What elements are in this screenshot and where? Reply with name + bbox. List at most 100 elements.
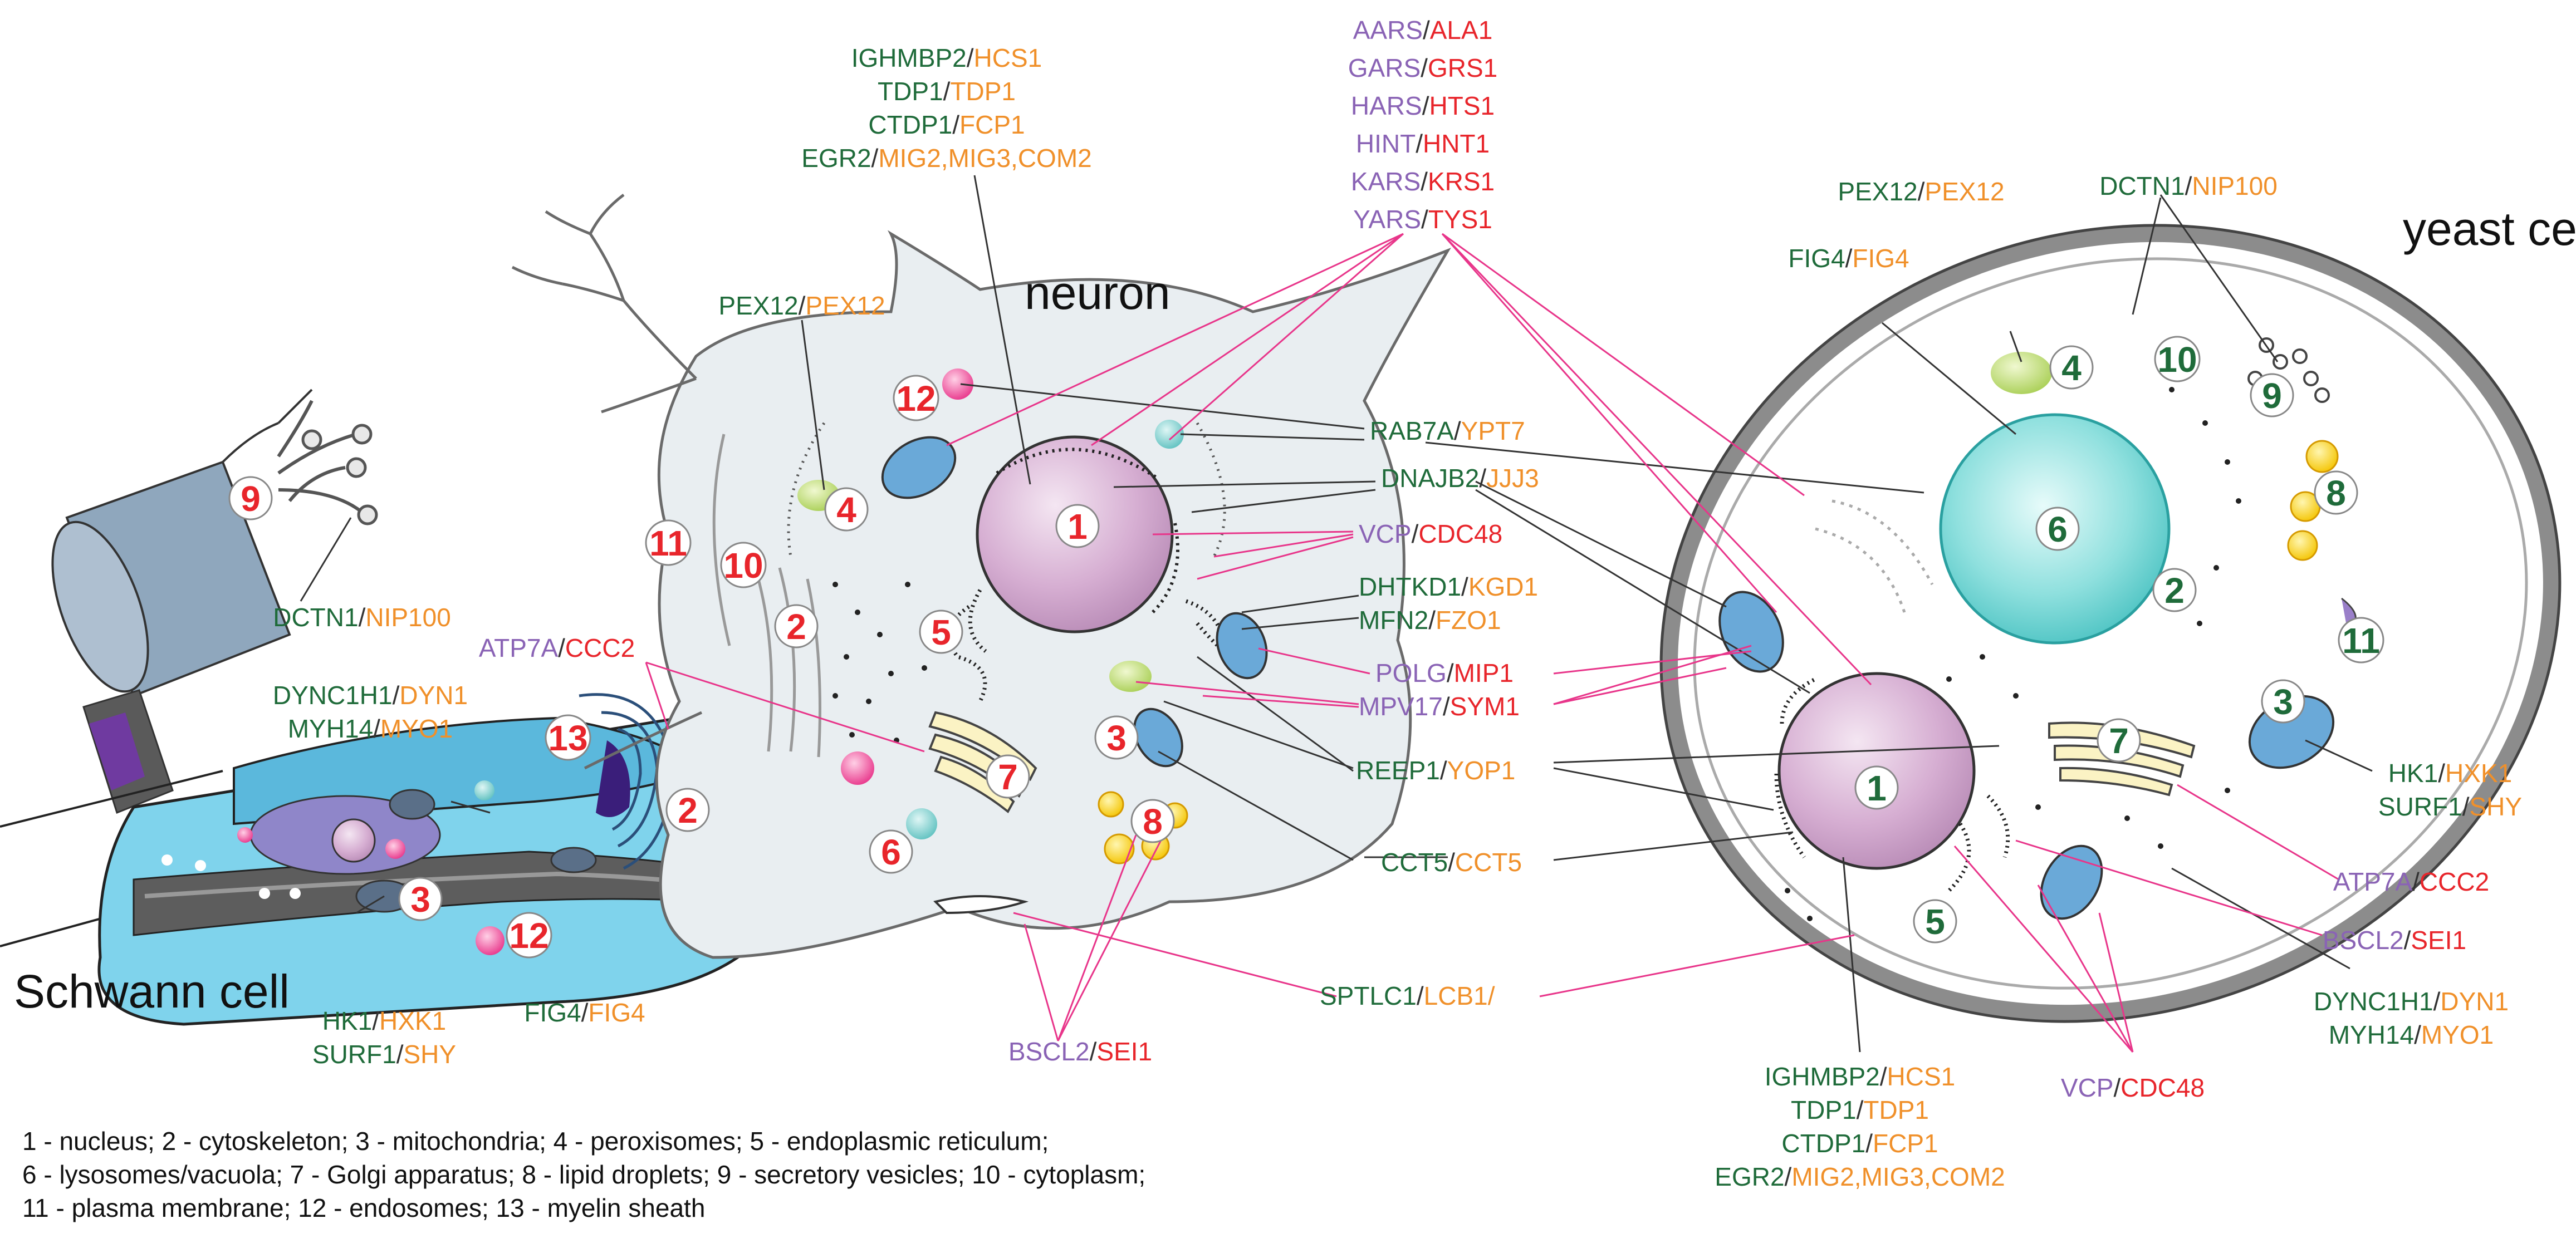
svg-text:11: 11 — [2342, 621, 2380, 661]
label-ighmbp2-top: IGHMBP2/HCS1 — [851, 43, 1042, 72]
label-vcp-mid: VCP/CDC48 — [1359, 519, 1502, 548]
svg-text:1: 1 — [1067, 507, 1088, 547]
svg-text:3: 3 — [1106, 718, 1127, 758]
label-vcp-bottom: VCP/CDC48 — [2061, 1073, 2205, 1102]
label-dctn1-yeast: DCTN1/NIP100 — [2099, 171, 2278, 200]
label-kars: KARS/KRS1 — [1351, 167, 1495, 196]
yeast-badge-7: 7 — [2097, 718, 2141, 763]
legend-line-1: 1 - nucleus; 2 - cytoskeleton; 3 - mitoc… — [22, 1127, 1049, 1156]
svg-text:6: 6 — [881, 832, 901, 872]
label-dync1h1-right: DYNC1H1/DYN1 — [2314, 987, 2509, 1016]
label-surf1-right: SURF1/SHY — [2378, 792, 2522, 821]
yeast-badge-5: 5 — [1913, 899, 1957, 944]
yeast-badge-3: 3 — [2261, 679, 2305, 724]
schwann-badge-2: 2 — [665, 788, 710, 832]
schwann-badge-9: 9 — [228, 476, 273, 520]
label-myh14-left: MYH14/MYO1 — [288, 714, 453, 743]
yeast-badge-9: 9 — [2250, 373, 2294, 417]
svg-text:4: 4 — [836, 490, 856, 530]
svg-text:10: 10 — [2157, 340, 2197, 380]
label-atp7a-right: ATP7A/CCC2 — [2333, 867, 2489, 896]
svg-text:7: 7 — [998, 757, 1018, 797]
neuron-mitochondria — [881, 436, 1268, 768]
yeast-badge-1: 1 — [1854, 765, 1899, 810]
label-ctdp1-bottom: CTDP1/FCP1 — [1781, 1129, 1938, 1158]
label-ighmbp2-bottom: IGHMBP2/HCS1 — [1765, 1062, 1956, 1091]
label-hars: HARS/HTS1 — [1351, 91, 1495, 120]
schwann-badge-13: 13 — [545, 714, 591, 761]
label-myh14-right: MYH14/MYO1 — [2329, 1020, 2494, 1049]
svg-text:9: 9 — [241, 479, 261, 519]
schwann-title: Schwann cell — [14, 965, 290, 1018]
label-dctn1-schwann: DCTN1/NIP100 — [273, 603, 451, 632]
neuron-badge-4: 4 — [824, 487, 869, 532]
svg-text:7: 7 — [2109, 721, 2129, 761]
svg-text:1: 1 — [1867, 768, 1887, 808]
legend-line-3: 11 - plasma membrane; 12 - endosomes; 13… — [22, 1193, 706, 1222]
neuron-badge-11: 11 — [645, 519, 692, 566]
label-dync1h1-left: DYNC1H1/DYN1 — [273, 681, 468, 710]
label-hk1-right: HK1/HXK1 — [2388, 759, 2512, 788]
svg-text:6: 6 — [2048, 509, 2068, 549]
number-badges: 1 2 3 4 5 6 7 8 10 11 12 2 3 9 12 13 1 2… — [228, 336, 2384, 959]
svg-text:11: 11 — [649, 523, 687, 563]
schwann-badge-3: 3 — [398, 877, 443, 921]
label-tdp1-bottom: TDP1/TDP1 — [1791, 1095, 1929, 1124]
neuron-badge-6: 6 — [869, 829, 913, 874]
svg-text:3: 3 — [2273, 682, 2293, 722]
svg-text:8: 8 — [2326, 473, 2346, 513]
neuron-badge-10: 10 — [720, 542, 767, 588]
svg-text:4: 4 — [2061, 348, 2082, 388]
neuron — [511, 194, 1451, 959]
svg-text:8: 8 — [1143, 802, 1163, 842]
label-ctdp1-top: CTDP1/FCP1 — [868, 110, 1025, 139]
label-bscl2-neuron: BSCL2/SEI1 — [1008, 1037, 1152, 1066]
label-cct5: CCT5/CCT5 — [1381, 848, 1522, 877]
svg-text:9: 9 — [2262, 376, 2282, 416]
svg-text:2: 2 — [2164, 571, 2185, 611]
neuron-badge-5: 5 — [919, 610, 963, 654]
dendrites — [511, 194, 697, 414]
label-mpv17: MPV17/SYM1 — [1359, 692, 1520, 721]
label-fig4-yeast: FIG4/FIG4 — [1788, 244, 1909, 273]
label-hint: HINT/HNT1 — [1356, 129, 1490, 158]
label-egr2-bottom: EGR2/MIG2,MIG3,COM2 — [1715, 1162, 2005, 1191]
neuron-badge-8: 8 — [1130, 799, 1175, 843]
neuron-badge-7: 7 — [986, 754, 1030, 799]
label-yars: YARS/TYS1 — [1353, 205, 1492, 234]
label-surf1-left: SURF1/SHY — [312, 1040, 456, 1069]
svg-text:12: 12 — [896, 379, 936, 419]
label-mfn2: MFN2/FZO1 — [1359, 606, 1501, 635]
yeast-cell — [1659, 224, 2562, 1023]
label-egr2-top: EGR2/MIG2,MIG3,COM2 — [801, 144, 1091, 173]
label-gars: GARS/GRS1 — [1348, 53, 1497, 82]
secretory-vesicle-terminals — [277, 400, 363, 514]
label-hk1-left: HK1/HXK1 — [322, 1006, 446, 1035]
svg-text:10: 10 — [723, 546, 763, 586]
yeast-badge-6: 6 — [2035, 507, 2080, 551]
legend: 1 - nucleus; 2 - cytoskeleton; 3 - mitoc… — [22, 1124, 1359, 1225]
schwann-badge-12: 12 — [506, 912, 552, 959]
label-sptlc1: SPTLC1/LCB1/ — [1320, 981, 1495, 1010]
svg-text:3: 3 — [410, 879, 430, 920]
label-atp7a-left: ATP7A/CCC2 — [479, 633, 635, 662]
label-polg: POLG/MIP1 — [1375, 659, 1514, 687]
neuron-badge-12: 12 — [893, 375, 939, 421]
label-pex12-neuron: PEX12/PEX12 — [718, 291, 885, 320]
yeast-badge-2: 2 — [2152, 568, 2197, 612]
label-rab7a: RAB7A/YPT7 — [1370, 416, 1525, 445]
connector-lines — [300, 175, 2373, 1053]
label-aars: AARS/ALA1 — [1353, 16, 1493, 45]
yeast-badge-11: 11 — [2338, 617, 2384, 664]
neuron-title: neuron — [1025, 267, 1171, 319]
svg-text:5: 5 — [931, 612, 951, 652]
label-fig4-left: FIG4/FIG4 — [524, 998, 645, 1027]
svg-text:13: 13 — [548, 718, 587, 758]
neuron-badge-1: 1 — [1055, 504, 1100, 548]
label-tdp1-top: TDP1/TDP1 — [878, 77, 1016, 106]
legend-line-2: 6 - lysosomes/vacuola; 7 - Golgi apparat… — [22, 1160, 1146, 1189]
neuron-badge-3: 3 — [1094, 715, 1139, 760]
label-bscl2-right: BSCL2/SEI1 — [2323, 926, 2466, 955]
yeast-badge-10: 10 — [2154, 336, 2201, 382]
